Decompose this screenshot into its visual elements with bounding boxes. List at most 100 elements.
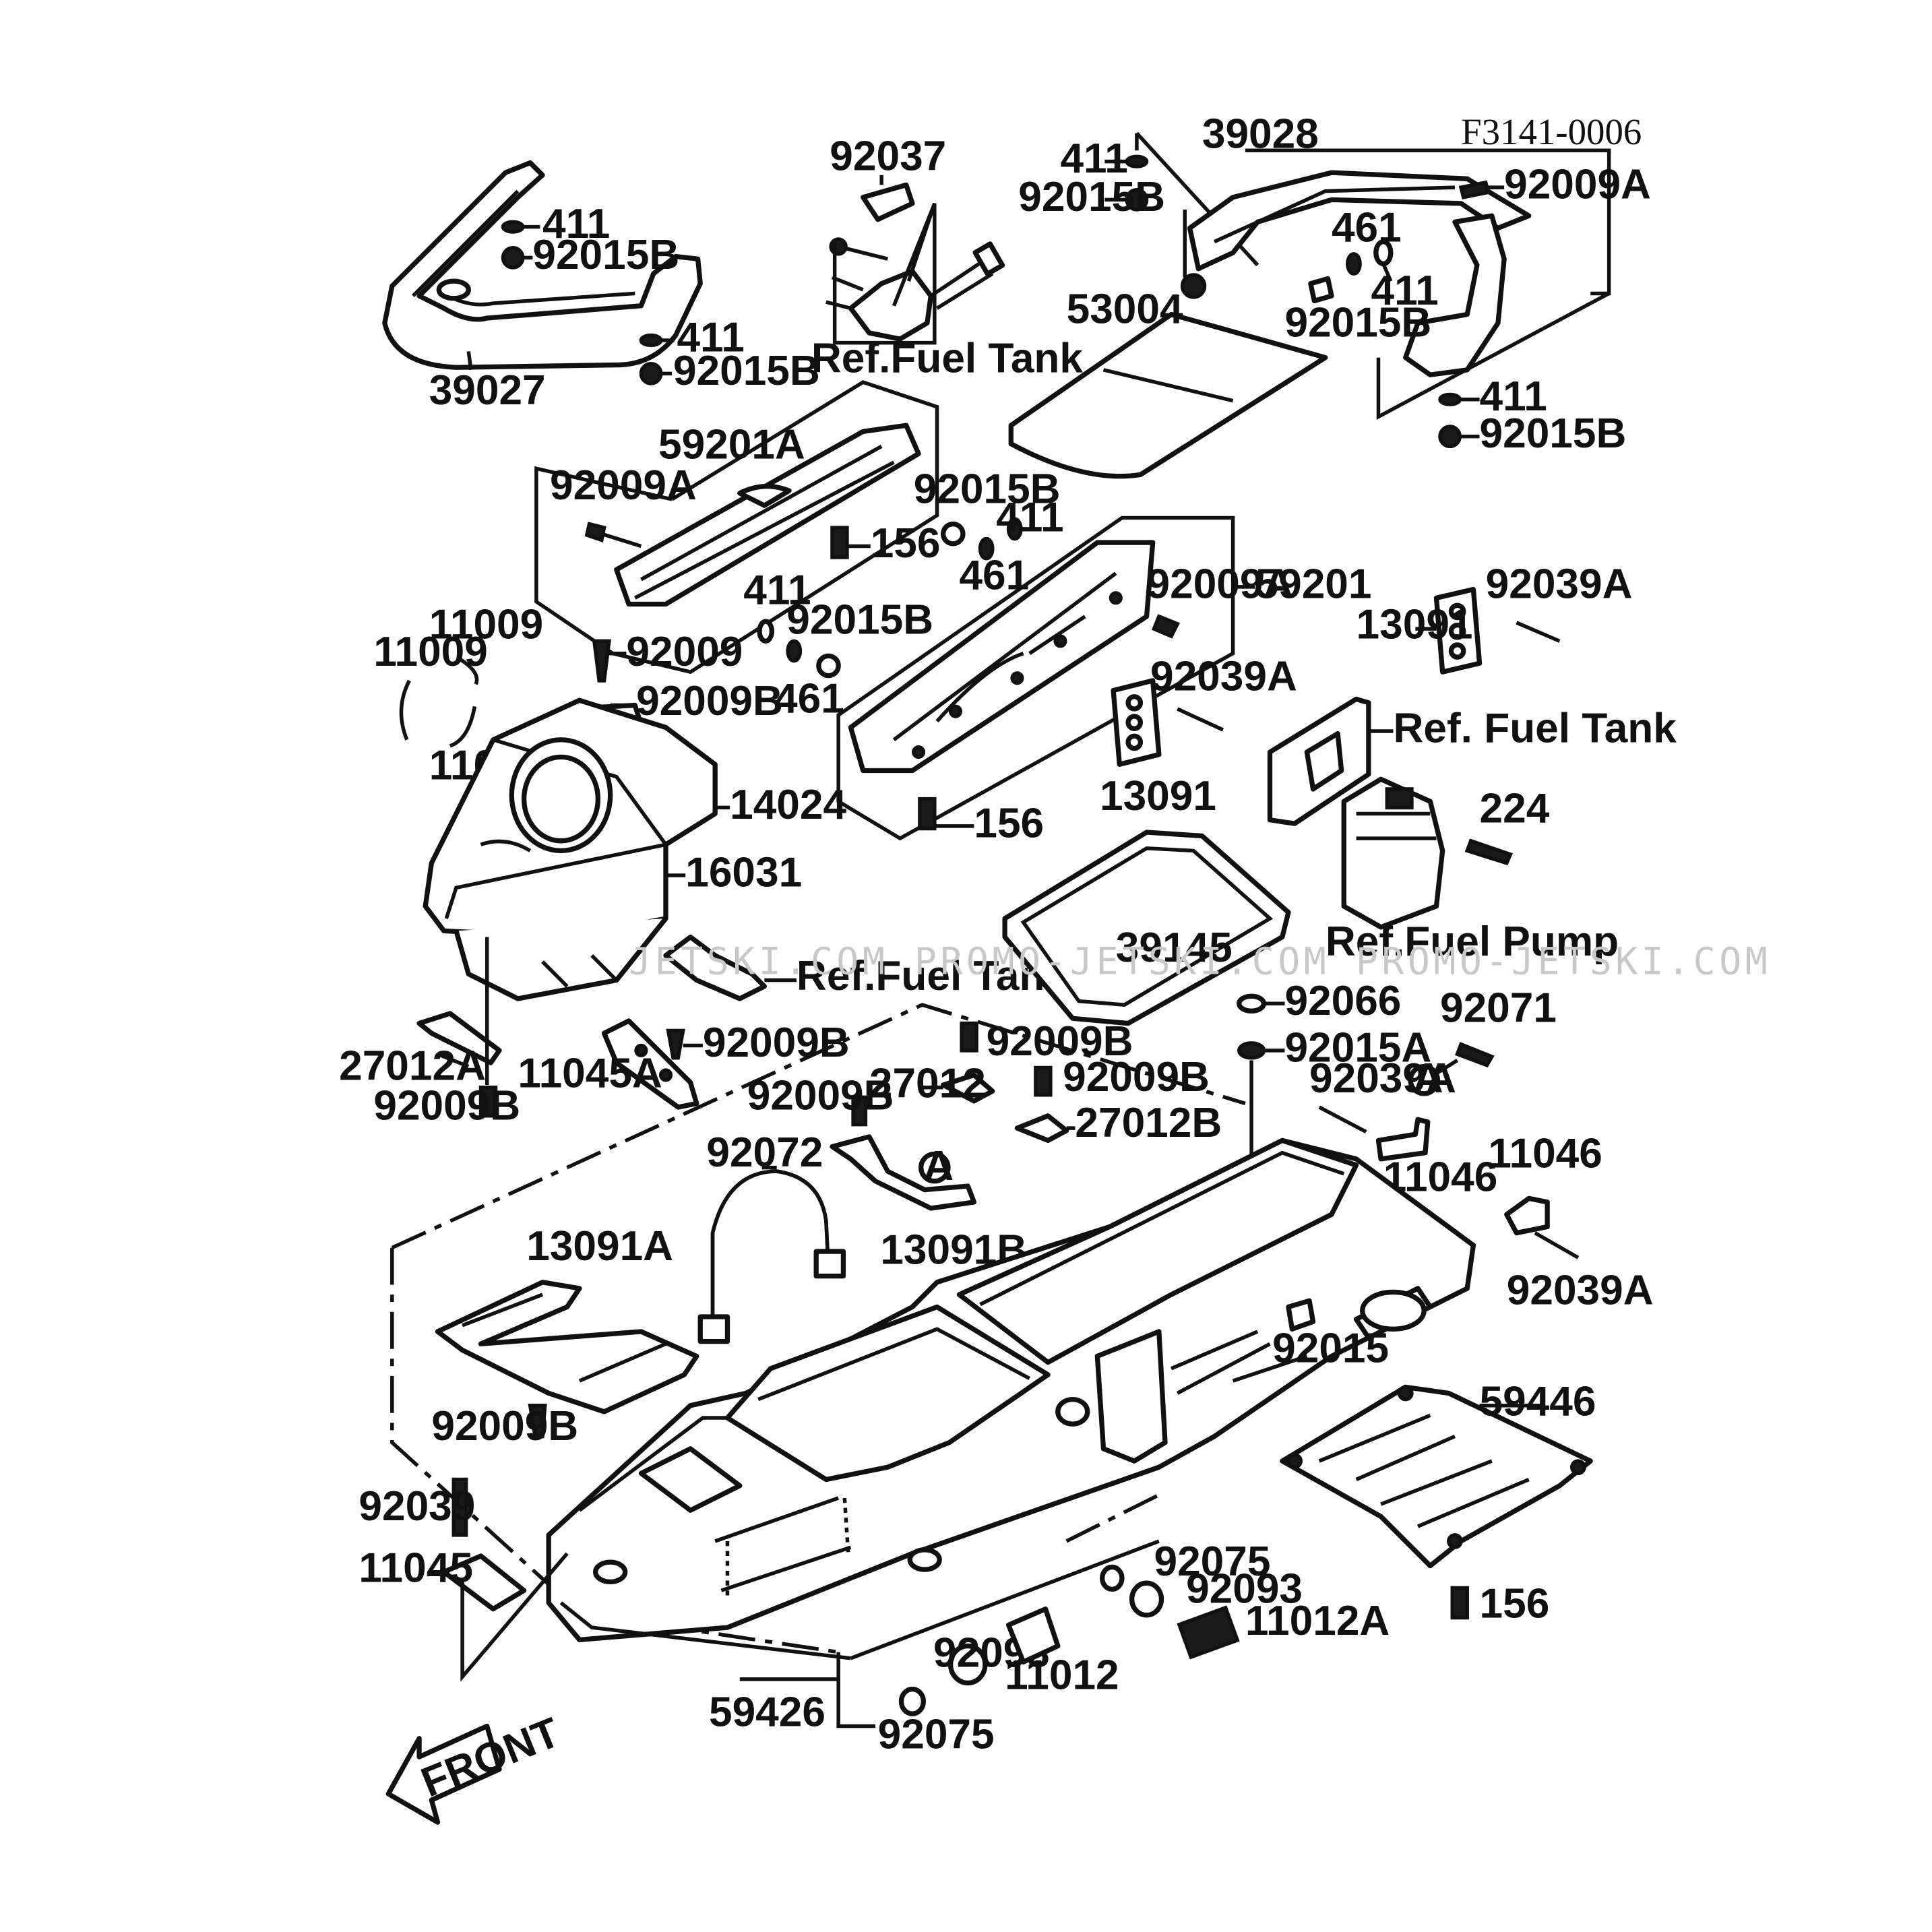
label-92015b: 92015B bbox=[914, 466, 1061, 512]
screw-icon bbox=[528, 1404, 547, 1439]
label-11009: 11009 bbox=[429, 602, 543, 648]
screw-icon bbox=[584, 522, 606, 542]
handle-39027 bbox=[382, 160, 703, 371]
strap-92072 bbox=[697, 1169, 846, 1344]
grommet-icon bbox=[978, 536, 995, 561]
handle-39028 bbox=[1187, 170, 1532, 377]
label-39028: 39028 bbox=[1202, 111, 1319, 158]
cover-13091 bbox=[1433, 586, 1483, 675]
label-92009b: 92009B bbox=[747, 1073, 894, 1119]
label-92015b: 92015B bbox=[673, 348, 820, 394]
bushing-icon bbox=[1129, 1580, 1164, 1618]
fuel-tank-14024 bbox=[423, 697, 718, 1001]
label-92009a: 92009A bbox=[550, 462, 697, 509]
bracket-27012a bbox=[416, 1011, 502, 1069]
label-92009a: 92009A bbox=[1147, 561, 1294, 607]
label-92075: 92075 bbox=[1154, 1538, 1271, 1585]
nut-icon bbox=[816, 653, 841, 679]
seat-cover-59201a bbox=[614, 423, 921, 607]
watermark: JETSKI.COM PROMO-JETSKI.COM PROMO-JETSKI… bbox=[629, 939, 1771, 983]
label-92039: 92039 bbox=[359, 1483, 475, 1530]
clip-11046 bbox=[1504, 1195, 1550, 1236]
cap-icon bbox=[1237, 993, 1267, 1014]
label-13091: 13091 bbox=[1357, 602, 1473, 648]
label-39145: 39145 bbox=[1116, 925, 1233, 971]
label-92037: 92037 bbox=[830, 133, 946, 179]
fuel-valve-92037 bbox=[825, 182, 1005, 342]
label-461: 461 bbox=[774, 676, 844, 722]
fuel-pump bbox=[1341, 776, 1445, 930]
label-92093: 92093 bbox=[1186, 1565, 1303, 1612]
bracket-11045 bbox=[441, 1553, 527, 1612]
seat-cover-59201 bbox=[848, 540, 1156, 774]
washer-icon bbox=[1006, 517, 1023, 541]
bracket-ref-fuel-tank bbox=[663, 934, 768, 1001]
drawing-code: F3141-0006 bbox=[1461, 111, 1642, 152]
o-ring-icon bbox=[898, 1686, 927, 1716]
screw-icon bbox=[478, 1085, 498, 1118]
nut-icon bbox=[1308, 276, 1334, 304]
ref-fuel-pump-label: Ref.Fuel Pump bbox=[1326, 918, 1619, 965]
front-label: FRONT bbox=[415, 1709, 566, 1806]
label-92039a: 92039A bbox=[1507, 1268, 1654, 1314]
label-92009b: 92009B bbox=[1063, 1054, 1210, 1100]
cover-53004 bbox=[1008, 273, 1328, 479]
label-92066: 92066 bbox=[1284, 978, 1401, 1024]
bracket-27012 bbox=[940, 1072, 995, 1104]
fitting-11012 bbox=[1005, 1606, 1061, 1664]
o-ring-icon bbox=[1100, 1564, 1125, 1592]
label-92009b: 92009B bbox=[636, 678, 783, 724]
label-92039a: 92039A bbox=[1486, 561, 1633, 607]
label-13091a: 13091A bbox=[526, 1223, 673, 1270]
label-411: 411 bbox=[996, 495, 1063, 541]
label-156: 156 bbox=[1480, 1580, 1550, 1627]
callout-a-icon bbox=[918, 1151, 951, 1184]
label-11012a: 11012A bbox=[1245, 1598, 1390, 1644]
label-59446: 59446 bbox=[1480, 1378, 1596, 1425]
bolt-icon bbox=[830, 526, 849, 559]
nut-icon bbox=[1286, 1298, 1316, 1332]
label-11012: 11012 bbox=[1005, 1652, 1119, 1699]
label-156: 156 bbox=[974, 800, 1044, 846]
plate-ref-fuel-tank bbox=[1267, 696, 1371, 826]
ref-fuel-tank-label: Ref.Fuel Tank bbox=[811, 336, 1084, 382]
screw-icon bbox=[666, 1028, 685, 1060]
clamp-11009 bbox=[399, 656, 479, 748]
screw-icon bbox=[1034, 1065, 1053, 1097]
label-27012b: 27012B bbox=[1075, 1100, 1222, 1146]
washer-icon bbox=[757, 619, 774, 644]
screw-icon bbox=[851, 1095, 868, 1127]
label-59201a: 59201A bbox=[658, 422, 805, 468]
label-59426: 59426 bbox=[709, 1689, 825, 1735]
label-92075: 92075 bbox=[878, 1711, 995, 1757]
label-92039a: 92039A bbox=[1150, 654, 1297, 700]
label-92071: 92071 bbox=[1440, 985, 1557, 1032]
label-27012a: 27012A bbox=[339, 1043, 486, 1090]
label-13091: 13091 bbox=[1100, 773, 1216, 819]
nut-icon bbox=[1438, 425, 1462, 449]
label-92009b: 92009B bbox=[373, 1082, 520, 1129]
label-224: 224 bbox=[1480, 785, 1550, 832]
label-92015a: 92015A bbox=[1284, 1024, 1431, 1071]
label-411: 411 bbox=[542, 201, 610, 247]
label-411: 411 bbox=[677, 314, 744, 361]
label-53004: 53004 bbox=[1067, 286, 1183, 332]
grommet-icon bbox=[1346, 252, 1362, 276]
bolt-icon bbox=[918, 797, 937, 831]
label-92015: 92015 bbox=[1272, 1326, 1389, 1372]
label-92009b: 92009B bbox=[987, 1018, 1133, 1065]
label-14024: 14024 bbox=[730, 782, 846, 828]
front-arrow-icon: FRONT bbox=[385, 1709, 566, 1825]
nut-icon bbox=[639, 361, 663, 385]
washer-icon bbox=[1373, 239, 1394, 267]
callout-a: A bbox=[1413, 1055, 1443, 1102]
label-92009b: 92009B bbox=[431, 1403, 578, 1450]
screw-icon bbox=[1458, 180, 1491, 199]
label-92039a: 92039A bbox=[1309, 1055, 1456, 1102]
nut-icon bbox=[501, 246, 525, 270]
fitting-11012a bbox=[1177, 1605, 1240, 1660]
label-11046: 11046 bbox=[1488, 1131, 1602, 1177]
bracket-13091b bbox=[830, 1134, 977, 1211]
label-92015b: 92015B bbox=[786, 596, 933, 643]
screw-icon bbox=[1151, 614, 1181, 639]
